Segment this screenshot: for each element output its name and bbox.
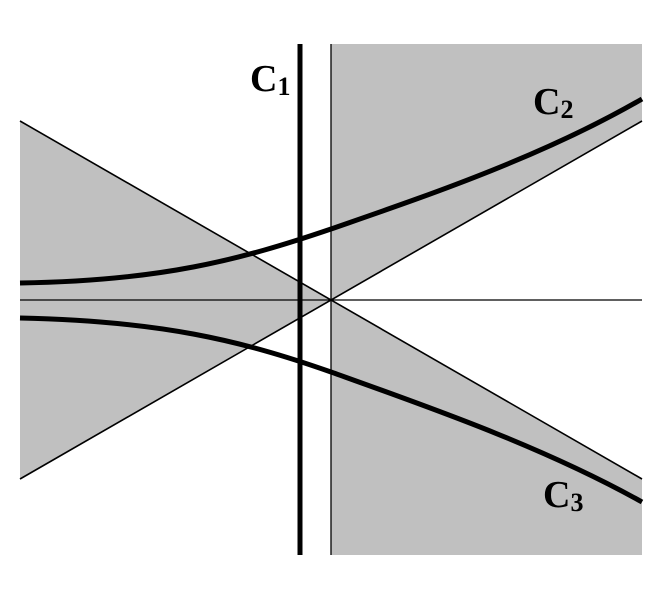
asymptote-ascending bbox=[19, 120, 643, 480]
label-c2: C2 bbox=[533, 81, 573, 124]
curve-c2 bbox=[19, 96, 644, 286]
label-c3: C3 bbox=[543, 474, 583, 517]
label-c1: C1 bbox=[250, 58, 290, 101]
curve-c3 bbox=[19, 315, 644, 505]
